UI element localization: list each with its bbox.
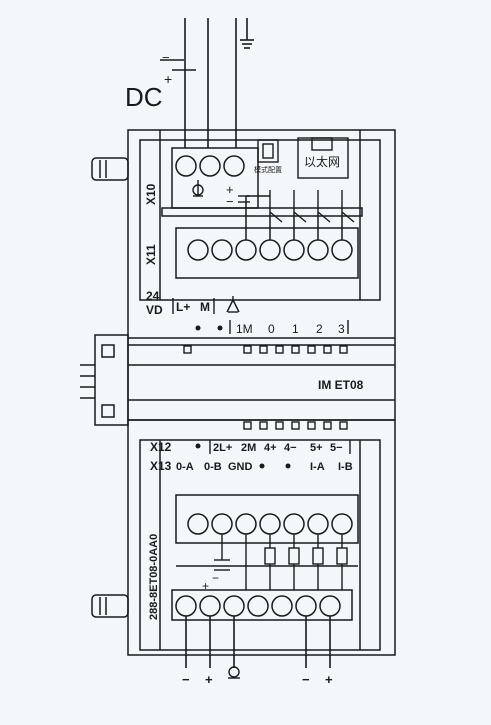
indicator-dot	[217, 325, 223, 331]
x10-label: X10	[144, 183, 158, 205]
x10-minus-sign: −	[226, 194, 234, 209]
supply-24v-label-1: 24	[146, 289, 160, 303]
x13-label-0a: 0-A	[176, 461, 194, 473]
x13-label: X13	[150, 459, 172, 473]
bottom-label-plus-2: +	[325, 672, 333, 687]
ethernet-port-icon	[297, 137, 349, 179]
bottom-label-minus-1: −	[182, 672, 190, 687]
indicator-dot	[195, 325, 201, 331]
dip-switch-label: 模式配置	[254, 165, 282, 174]
dc-supply-label: DC	[125, 82, 163, 112]
x13-label-ia: I-A	[310, 461, 325, 473]
x12-label: X12	[150, 440, 172, 454]
terminal-lplus-label: L+	[176, 300, 190, 314]
x13-label-0b: 0-B	[204, 461, 222, 473]
x12-label-5minus: 5−	[330, 442, 343, 454]
din-clip-top	[91, 157, 129, 181]
top-ground-icon	[240, 39, 254, 49]
di-label-1: 1	[292, 322, 299, 336]
x12-label-2lplus: 2L+	[213, 442, 232, 454]
module-name-label: IM ET08	[318, 378, 364, 392]
analog-resistors	[176, 534, 358, 590]
di-label-0: 0	[268, 322, 275, 336]
bottom-ground-icon	[228, 666, 240, 679]
ethernet-label: 以太网	[304, 154, 340, 169]
dip-switch-icon	[257, 139, 279, 163]
di-label-3: 3	[338, 322, 345, 336]
terminal-m-label: M	[200, 300, 210, 314]
terminal-block-x13	[171, 589, 353, 621]
bottom-label-minus-2: −	[302, 672, 310, 687]
part-number-label: 288-8ET08-0AA0	[148, 534, 160, 620]
indicator-dot	[285, 463, 291, 469]
x11-label: X11	[144, 244, 158, 265]
terminal-block-x12	[175, 494, 359, 544]
x12-label-2m: 2M	[241, 442, 256, 454]
din-clip-bottom	[91, 594, 129, 618]
di-label-1m: 1M	[236, 322, 253, 336]
lower-minus-sign: −	[212, 571, 219, 585]
supply-minus-sign: −	[162, 50, 170, 65]
terminal-block-x11	[175, 196, 359, 279]
x12-label-4plus: 4+	[264, 442, 277, 454]
lower-plus-sign: +	[202, 579, 209, 593]
x12-label-4minus: 4−	[284, 442, 297, 454]
led-row-bottom	[243, 421, 348, 430]
terminal-block-x10	[161, 147, 363, 217]
supply-24v-label-2: VD	[146, 303, 163, 317]
x13-label-gnd: GND	[228, 461, 253, 473]
indicator-dot	[195, 443, 201, 449]
supply-wires	[160, 18, 248, 148]
supply-plus-sign: +	[164, 71, 172, 87]
bottom-label-plus-1: +	[205, 672, 213, 687]
x12-label-5plus: 5+	[310, 442, 323, 454]
supply-ground-icon	[226, 296, 240, 313]
led-row-top	[183, 345, 348, 354]
indicator-dot	[259, 463, 265, 469]
relay-contacts	[246, 190, 355, 223]
x10-ground-icon	[192, 180, 204, 197]
side-connector	[80, 334, 129, 426]
x13-label-ib: I-B	[338, 461, 353, 473]
di-label-2: 2	[316, 322, 323, 336]
x10-plus-sign: +	[226, 182, 234, 197]
bottom-wires	[185, 616, 331, 668]
